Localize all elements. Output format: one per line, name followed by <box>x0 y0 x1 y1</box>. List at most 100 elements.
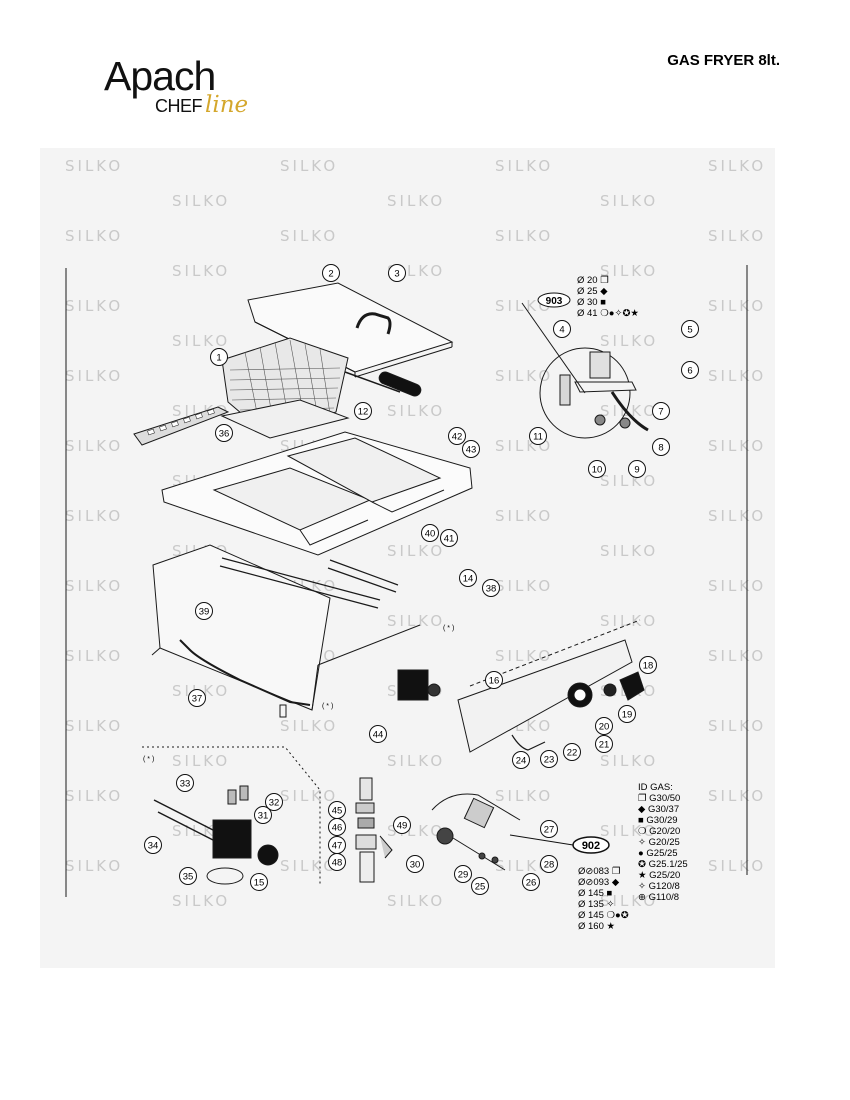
watermark-text: SILKO <box>280 857 339 875</box>
gas-name: G110/8 <box>648 892 680 903</box>
watermark-text: SILKO <box>172 262 231 280</box>
watermark-text: SILKO <box>387 542 446 560</box>
watermark-text: SILKO <box>708 437 767 455</box>
gas-symbol: ● <box>638 848 647 859</box>
watermark-text: SILKO <box>65 647 124 665</box>
callout-label: 33 <box>180 779 191 790</box>
detail-box-outline <box>142 746 321 886</box>
callout-label: 28 <box>544 860 555 871</box>
callout-label: 45 <box>332 806 343 817</box>
burner-size-size: Ø 160 <box>578 921 607 932</box>
gas-legend-item: ⊕ G110/8 <box>638 892 688 903</box>
callout-28: 28 <box>540 855 558 873</box>
callout-38: 38 <box>482 579 500 597</box>
burner-detail-part <box>431 793 521 871</box>
callout-41: 41 <box>440 529 458 547</box>
callout-label: 48 <box>332 858 343 869</box>
watermark-text: SILKO <box>65 367 124 385</box>
callout-label: 9 <box>634 465 639 476</box>
callout-label: 25 <box>475 882 486 893</box>
pilot-size-symbols: ◆ <box>600 286 608 297</box>
callout-22: 22 <box>563 743 581 761</box>
watermark-text: SILKO <box>172 332 231 350</box>
callout-9: 9 <box>628 460 646 478</box>
watermark-text: SILKO <box>600 892 659 910</box>
watermark-text: SILKO <box>65 437 124 455</box>
callout-label: 47 <box>332 841 343 852</box>
gas-name: G20/25 <box>648 837 680 848</box>
watermark-text: SILKO <box>280 787 339 805</box>
callout-label: 7 <box>658 407 663 418</box>
callout-label: 38 <box>486 584 497 595</box>
pilot-size-row: Ø 41 ❍●✧✪★ <box>577 308 639 319</box>
callout-label: 1 <box>216 353 221 364</box>
watermark-text: SILKO <box>65 227 124 245</box>
watermark-text: SILKO <box>172 892 231 910</box>
callout-7: 7 <box>652 402 670 420</box>
callout-29: 29 <box>454 865 472 883</box>
watermark-text: SILKO <box>495 577 554 595</box>
thermocouple-part <box>511 734 546 751</box>
watermark-text: SILKO <box>280 717 339 735</box>
callout-23: 23 <box>540 750 558 768</box>
callout-label: 40 <box>425 529 436 540</box>
callout-8: 8 <box>652 438 670 456</box>
document-title: GAS FRYER 8lt. <box>667 52 780 69</box>
watermark-text: SILKO <box>708 787 767 805</box>
gas-symbol: ❐ <box>638 793 650 804</box>
detail-mark-note-3: ( * ) <box>322 703 333 710</box>
callout-label: 19 <box>622 710 633 721</box>
watermark-text: SILKO <box>708 297 767 315</box>
burner-size-size: Ø 135 <box>578 899 607 910</box>
callout-25: 25 <box>471 877 489 895</box>
callout-34: 34 <box>144 836 162 854</box>
watermark-text: SILKO <box>387 612 446 630</box>
callout-label: 23 <box>544 755 555 766</box>
callout-19: 19 <box>618 705 636 723</box>
gas-symbol: ★ <box>638 870 650 881</box>
watermark-text: SILKO <box>495 297 554 315</box>
callout-47: 47 <box>328 836 346 854</box>
callout-39: 39 <box>195 602 213 620</box>
watermark-text: SILKO <box>495 787 554 805</box>
burner-size-symbols: ✧ <box>606 899 615 910</box>
callout-12: 12 <box>354 402 372 420</box>
callout-label: 42 <box>452 432 463 443</box>
drawing-panel-lower <box>40 900 705 968</box>
callout-42: 42 <box>448 427 466 445</box>
callout-40: 40 <box>421 524 439 542</box>
callout-label: 10 <box>592 465 603 476</box>
callout-14: 14 <box>459 569 477 587</box>
fryer-top-part <box>161 431 473 556</box>
callout-10: 10 <box>588 460 606 478</box>
callout-49: 49 <box>393 816 411 834</box>
callout-4: 4 <box>553 320 571 338</box>
fitting-stack-part <box>355 777 393 883</box>
gas-symbol: ❍ <box>638 826 650 837</box>
callout-21: 21 <box>595 735 613 753</box>
lid-handle-part <box>355 312 392 335</box>
watermark-text: SILKO <box>600 542 659 560</box>
pilot-size-symbols: ■ <box>600 297 606 308</box>
callout-43: 43 <box>462 440 480 458</box>
oval-903: 903 <box>537 292 571 308</box>
valve-detail-part <box>153 785 279 885</box>
callout-2: 2 <box>322 264 340 282</box>
callout-label: 39 <box>199 607 210 618</box>
oval-903-label: 903 <box>546 296 563 307</box>
watermark-text: SILKO <box>387 192 446 210</box>
callout-32: 32 <box>265 793 283 811</box>
burner-size-size: Ø 145 <box>578 888 607 899</box>
callout-1: 1 <box>210 348 228 366</box>
burner-part <box>219 557 399 609</box>
watermark-text: SILKO <box>708 857 767 875</box>
pilot-size-size: Ø 41 <box>577 308 601 319</box>
control-panel-part <box>457 619 645 753</box>
burner-size-row: Ø 145 ❍●✪ <box>578 910 629 921</box>
callout-45: 45 <box>328 801 346 819</box>
callout-label: 21 <box>599 740 610 751</box>
gas-name: G120/8 <box>648 881 680 892</box>
callout-label: 6 <box>687 366 692 377</box>
gas-name: G30/29 <box>646 815 678 826</box>
watermark-text: SILKO <box>495 367 554 385</box>
